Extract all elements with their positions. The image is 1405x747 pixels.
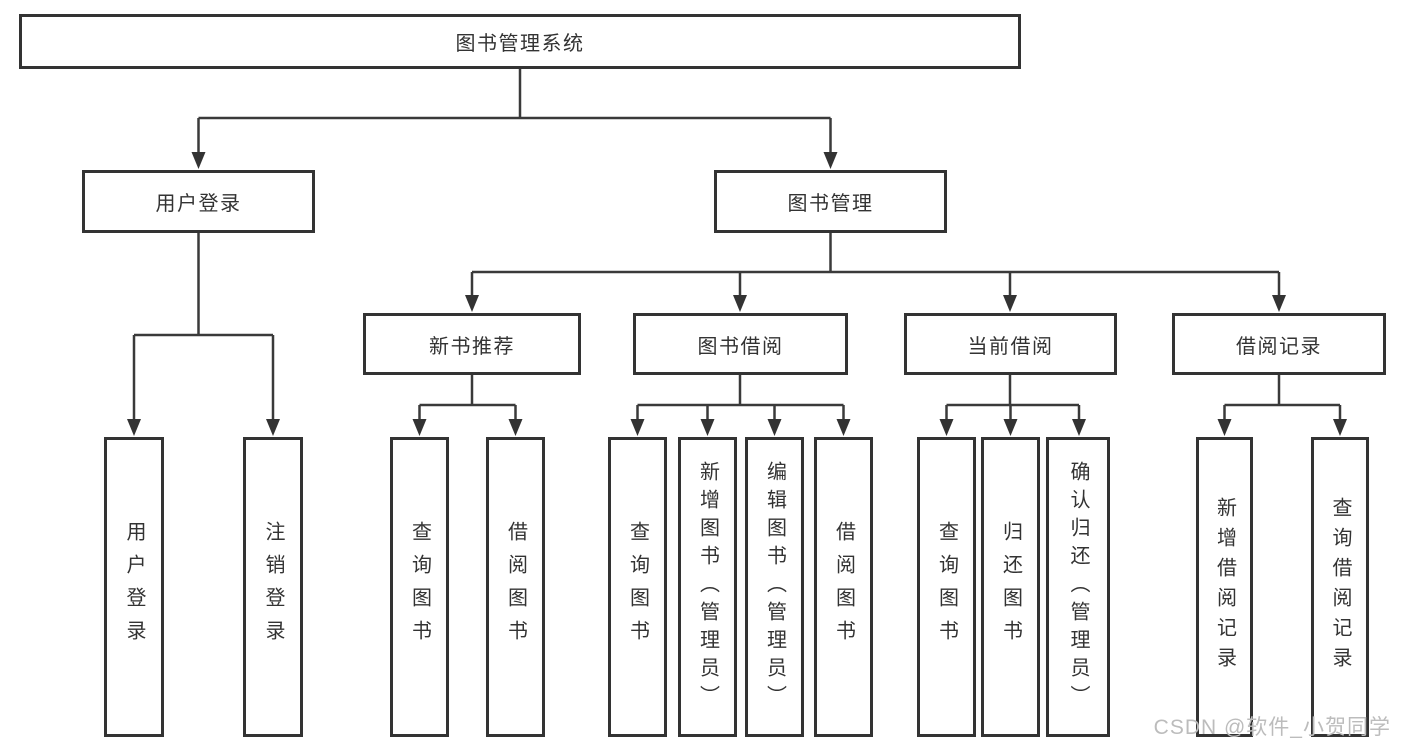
node-confirm-return-admin: 确认归还（管理员） <box>1046 437 1110 737</box>
connector-current-borrowing-children <box>945 375 1081 420</box>
arrow-down-icon <box>700 419 715 436</box>
node-query-books-recommend: 查询图书 <box>390 437 449 737</box>
arrow-down-icon <box>127 419 141 436</box>
arrow-down-icon <box>733 295 747 312</box>
csdn-watermark: CSDN @软件_小贺同学 <box>1153 716 1391 739</box>
arrowheads <box>127 152 1347 436</box>
node-book-borrowing: 图书借阅 <box>633 313 848 375</box>
node-new-book-recommend: 新书推荐 <box>363 313 581 375</box>
arrow-down-icon <box>1217 419 1232 436</box>
connector-user-login-children <box>132 233 275 420</box>
arrow-down-icon <box>1272 295 1286 312</box>
arrow-down-icon <box>1003 419 1018 436</box>
node-edit-book-admin: 编辑图书（管理员） <box>745 437 804 737</box>
node-return-books: 归还图书 <box>981 437 1040 737</box>
connector-book-borrowing-children <box>636 375 845 420</box>
connector-new-book-recommend-children <box>418 375 517 420</box>
arrow-down-icon <box>1333 419 1347 436</box>
arrow-down-icon <box>836 419 851 436</box>
node-login-action: 用户登录 <box>104 437 164 737</box>
arrow-down-icon <box>191 152 206 169</box>
connector-book-management-children <box>470 233 1281 296</box>
arrow-down-icon <box>767 419 782 436</box>
node-logout-action: 注销登录 <box>243 437 303 737</box>
arrow-down-icon <box>939 419 954 436</box>
arrow-down-icon <box>508 419 523 436</box>
node-book-management: 图书管理 <box>714 170 947 233</box>
arrow-down-icon <box>823 152 838 169</box>
node-borrow-books-borrowing: 借阅图书 <box>814 437 873 737</box>
node-query-books-current: 查询图书 <box>917 437 976 737</box>
connector-root-to-level2 <box>197 69 832 153</box>
node-add-borrow-record: 新增借阅记录 <box>1196 437 1253 737</box>
arrow-down-icon <box>266 419 280 436</box>
connector-borrowing-records-children <box>1223 375 1342 420</box>
node-root: 图书管理系统 <box>19 14 1021 69</box>
arrow-down-icon <box>412 419 427 436</box>
node-current-borrowing: 当前借阅 <box>904 313 1117 375</box>
arrow-down-icon <box>1072 419 1086 436</box>
node-borrow-books-recommend: 借阅图书 <box>486 437 545 737</box>
node-query-books-borrowing: 查询图书 <box>608 437 667 737</box>
node-add-book-admin: 新增图书（管理员） <box>678 437 737 737</box>
arrow-down-icon <box>1003 295 1017 312</box>
arrow-down-icon <box>630 419 645 436</box>
node-query-borrow-record: 查询借阅记录 <box>1311 437 1369 737</box>
node-borrowing-records: 借阅记录 <box>1172 313 1386 375</box>
node-user-login: 用户登录 <box>82 170 315 233</box>
arrow-down-icon <box>465 295 479 312</box>
